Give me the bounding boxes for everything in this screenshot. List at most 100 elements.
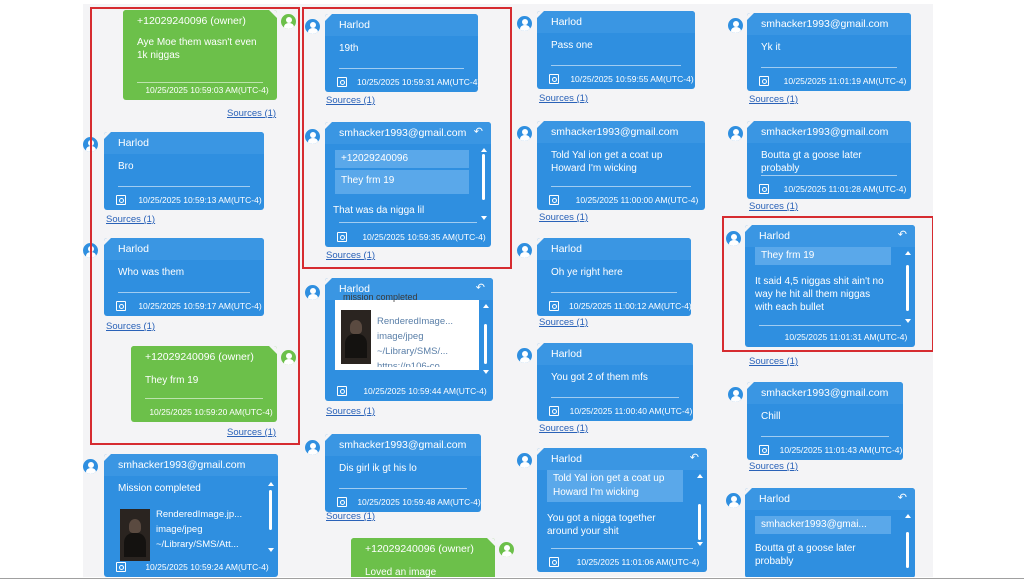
scroll-down-icon[interactable] — [268, 548, 274, 552]
message-sender: Harlod — [537, 343, 693, 365]
calendar-icon — [337, 232, 347, 242]
message-bubble-m9[interactable]: smhacker1993@gmail.com Dis girl ik gt hi… — [325, 434, 481, 512]
message-bubble-m19[interactable]: smhacker1993@gmail.com Chill 10/25/2025 … — [747, 382, 903, 460]
sources-link[interactable]: Sources (1) — [326, 95, 376, 106]
scroll-up-icon[interactable] — [481, 148, 487, 152]
message-bubble-m20[interactable]: Harlod ↶ smhacker1993@gmai... Boutta gt … — [745, 488, 915, 577]
sources-link[interactable]: Sources (1) — [106, 321, 156, 332]
sources-link[interactable]: Sources (1) — [539, 317, 589, 328]
divider — [551, 548, 693, 549]
attachment-filename: RenderedImage... — [377, 316, 454, 327]
message-bubble-m10[interactable]: +12029240096 (owner) Loved an image — [351, 538, 495, 577]
scroll-up-icon[interactable] — [905, 514, 911, 518]
message-text: Loved an image — [365, 567, 437, 577]
calendar-icon — [549, 301, 559, 311]
divider — [761, 436, 889, 437]
message-bubble-m1[interactable]: +12029240096 (owner) Aye Moe them wasn't… — [123, 10, 277, 100]
calendar-icon — [337, 386, 347, 396]
scroll-thumb[interactable] — [698, 504, 701, 540]
message-bubble-m15[interactable]: Harlod ↶ Told Yal ion get a coat up Howa… — [537, 448, 707, 572]
sources-link[interactable]: Sources (1) — [227, 427, 277, 438]
reply-arrow-icon[interactable]: ↶ — [473, 126, 483, 138]
message-time: 10/25/2025 11:01:19 AM(UTC-4) — [783, 76, 907, 86]
scroll-thumb[interactable] — [484, 324, 487, 364]
image-thumbnail[interactable] — [341, 310, 371, 364]
sources-link[interactable]: Sources (1) — [539, 423, 589, 434]
scroll-down-icon[interactable] — [483, 370, 489, 374]
message-bubble-m16[interactable]: smhacker1993@gmail.com Yk it 10/25/2025 … — [747, 13, 911, 91]
scroll-down-icon[interactable] — [481, 216, 487, 220]
scrollbar[interactable] — [481, 148, 487, 220]
message-bubble-m8[interactable]: Harlod ↶ mission completed RenderedImage… — [325, 278, 493, 401]
scrollbar[interactable] — [697, 474, 703, 546]
message-bubble-m5[interactable]: smhacker1993@gmail.com Mission completed… — [104, 454, 278, 577]
message-bubble-m13[interactable]: Harlod Oh ye right here 10/25/2025 11:00… — [537, 238, 691, 316]
message-bubble-m14[interactable]: Harlod You got 2 of them mfs 10/25/2025 … — [537, 343, 693, 421]
scroll-thumb[interactable] — [482, 154, 485, 200]
sources-link[interactable]: Sources (1) — [227, 108, 277, 119]
attachment-path: ~/Library/SMS/... — [377, 346, 449, 357]
message-bubble-m6[interactable]: Harlod 19th 10/25/2025 10:59:31 AM(UTC-4… — [325, 14, 478, 92]
scrollbar[interactable] — [905, 251, 911, 323]
message-time: 10/25/2025 11:00:00 AM(UTC-4) — [575, 195, 699, 205]
scrollbar[interactable] — [268, 482, 274, 552]
divider — [339, 488, 467, 489]
scrollbar[interactable] — [483, 304, 489, 374]
contact-avatar-icon — [517, 126, 532, 141]
sources-link[interactable]: Sources (1) — [326, 511, 376, 522]
scroll-up-icon[interactable] — [697, 474, 703, 478]
reply-arrow-icon[interactable]: ↶ — [689, 452, 699, 464]
contact-avatar-icon — [728, 126, 743, 141]
scrollbar[interactable] — [905, 514, 911, 574]
scroll-down-icon[interactable] — [697, 542, 703, 546]
scroll-thumb[interactable] — [269, 490, 272, 530]
calendar-icon — [116, 195, 126, 205]
message-bubble-m11[interactable]: Harlod Pass one 10/25/2025 10:59:55 AM(U… — [537, 11, 695, 89]
divider — [145, 398, 263, 399]
image-thumbnail[interactable] — [120, 509, 150, 561]
sources-link[interactable]: Sources (1) — [326, 406, 376, 417]
sources-link[interactable]: Sources (1) — [326, 250, 376, 261]
scroll-down-icon[interactable] — [905, 319, 911, 323]
calendar-icon — [337, 77, 347, 87]
sources-link[interactable]: Sources (1) — [539, 212, 589, 223]
message-time: 10/25/2025 10:59:03 AM(UTC-4) — [145, 85, 269, 95]
sources-link[interactable]: Sources (1) — [749, 461, 799, 472]
image-attachment[interactable]: RenderedImage.jp... image/jpeg ~/Library… — [114, 503, 264, 567]
sources-link[interactable]: Sources (1) — [749, 201, 799, 212]
sources-link[interactable]: Sources (1) — [106, 214, 156, 225]
message-text: Boutta gt a goose later probably — [761, 150, 862, 174]
message-bubble-m12[interactable]: smhacker1993@gmail.com Told Yal ion get … — [537, 121, 705, 210]
message-text: Aye Moe them wasn't even 1k niggas — [137, 37, 257, 61]
sources-link[interactable]: Sources (1) — [539, 93, 589, 104]
message-time: 10/25/2025 11:01:28 AM(UTC-4) — [783, 184, 907, 194]
message-sender: Harlod — [325, 278, 493, 300]
calendar-icon — [549, 74, 559, 84]
message-text: That was da nigga lil — [333, 205, 425, 216]
sources-link[interactable]: Sources (1) — [749, 356, 799, 367]
divider — [551, 65, 681, 66]
scroll-up-icon[interactable] — [268, 482, 274, 486]
message-bubble-m17[interactable]: smhacker1993@gmail.com Boutta gt a goose… — [747, 121, 911, 199]
message-bubble-m7[interactable]: smhacker1993@gmail.com ↶ +12029240096 Th… — [325, 122, 491, 247]
scroll-up-icon[interactable] — [905, 251, 911, 255]
message-time: 10/25/2025 10:59:17 AM(UTC-4) — [138, 301, 262, 311]
message-bubble-m4[interactable]: +12029240096 (owner) They frm 19 10/25/2… — [131, 346, 277, 422]
message-bubble-m18[interactable]: Harlod ↶ They frm 19 It said 4,5 niggas … — [745, 225, 915, 347]
message-time: 10/25/2025 11:01:31 AM(UTC-4) — [784, 332, 908, 342]
reply-arrow-icon[interactable]: ↶ — [897, 229, 907, 241]
message-bubble-m2[interactable]: Harlod Bro 10/25/2025 10:59:13 AM(UTC-4) — [104, 132, 264, 210]
message-bubble-m3[interactable]: Harlod Who was them 10/25/2025 10:59:17 … — [104, 238, 264, 316]
message-text: Oh ye right here — [551, 267, 623, 278]
quoted-text: Told Yal ion get a coat up Howard I'm wi… — [547, 470, 683, 502]
scroll-thumb[interactable] — [906, 532, 909, 568]
contact-avatar-icon — [305, 285, 320, 300]
reply-arrow-icon[interactable]: ↶ — [475, 282, 485, 294]
scroll-up-icon[interactable] — [483, 304, 489, 308]
reply-arrow-icon[interactable]: ↶ — [897, 492, 907, 504]
divider — [759, 325, 901, 326]
scroll-thumb[interactable] — [906, 265, 909, 311]
attachment-filename: RenderedImage.jp... — [156, 509, 243, 520]
image-attachment[interactable]: mission completed RenderedImage... image… — [335, 292, 479, 370]
sources-link[interactable]: Sources (1) — [749, 94, 799, 105]
